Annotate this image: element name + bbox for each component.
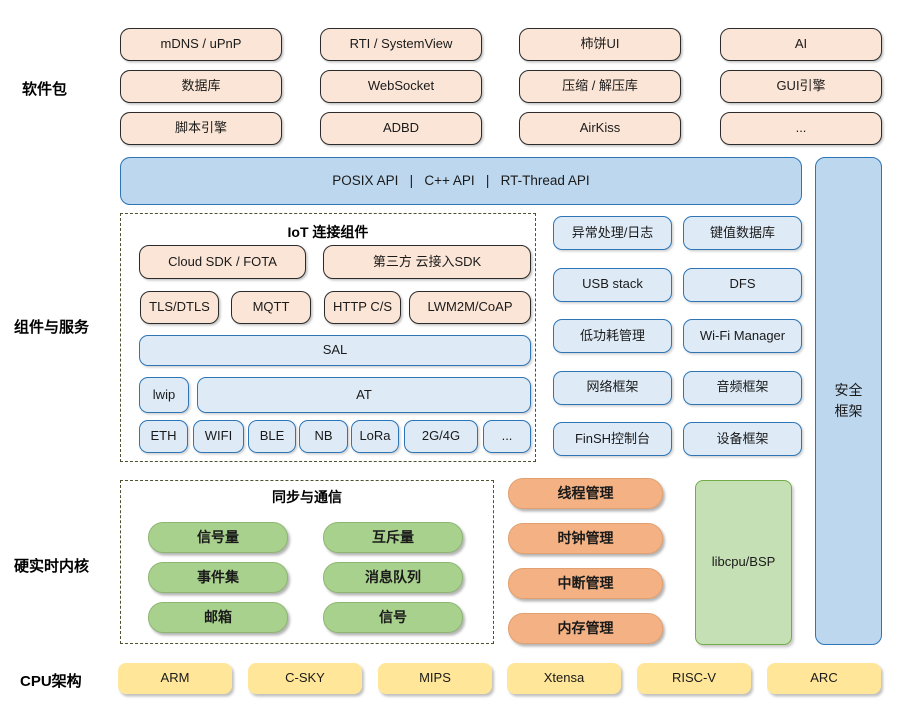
package-database: 数据库	[120, 70, 282, 103]
service-usb-stack: USB stack	[553, 267, 672, 302]
ipc-mutex: 互斥量	[323, 522, 463, 553]
ipc-message-queue: 消息队列	[323, 562, 463, 593]
section-label-components: 组件与服务	[14, 319, 90, 336]
cpu-mips: MIPS	[378, 663, 492, 694]
sync-ipc-group: 同步与通信 信号量 互斥量 事件集 消息队列 邮箱 信号	[120, 480, 494, 644]
iot-ble: BLE	[248, 420, 296, 453]
ipc-signal: 信号	[323, 602, 463, 633]
package-gui-engine: GUI引擎	[720, 70, 882, 103]
iot-lora: LoRa	[351, 420, 399, 453]
service-audio-framework: 音频框架	[683, 370, 802, 405]
cpu-riscv: RISC-V	[637, 663, 751, 694]
iot-components-title: IoT 连接组件	[287, 224, 369, 240]
package-persimmon-ui: 柿饼UI	[519, 28, 681, 61]
iot-sal: SAL	[139, 335, 531, 366]
cpu-arm: ARM	[118, 663, 232, 694]
package-websocket: WebSocket	[320, 70, 482, 103]
service-device-framework: 设备框架	[683, 422, 802, 456]
kernel-memory-mgmt: 内存管理	[508, 613, 663, 644]
iot-eth: ETH	[139, 420, 188, 453]
iot-wifi: WIFI	[193, 420, 244, 453]
iot-more: ...	[483, 420, 531, 453]
kernel-thread-mgmt: 线程管理	[508, 478, 663, 509]
iot-tls-dtls: TLS/DTLS	[140, 291, 219, 324]
security-framework-bar: 安全框架	[815, 157, 882, 645]
cpu-arc: ARC	[767, 663, 881, 694]
section-label-packages: 软件包	[22, 81, 68, 98]
iot-mqtt: MQTT	[231, 291, 311, 324]
iot-third-party-cloud-sdk: 第三方 云接入SDK	[323, 245, 531, 279]
services-grid: 异常处理/日志 键值数据库 USB stack DFS 低功耗管理 Wi-Fi …	[553, 216, 802, 456]
kernel-clock-mgmt: 时钟管理	[508, 523, 663, 554]
package-rti-systemview: RTI / SystemView	[320, 28, 482, 61]
service-wifi-manager: Wi-Fi Manager	[683, 319, 802, 353]
security-framework-label: 安全框架	[834, 382, 863, 419]
iot-2g4g: 2G/4G	[404, 420, 478, 453]
iot-http-cs: HTTP C/S	[324, 291, 401, 324]
cpu-xtensa: Xtensa	[507, 663, 621, 694]
section-label-cpu: CPU架构	[20, 673, 82, 690]
ipc-semaphore: 信号量	[148, 522, 288, 553]
service-finsh-console: FinSH控制台	[553, 422, 672, 456]
iot-components-group: IoT 连接组件 Cloud SDK / FOTA 第三方 云接入SDK TLS…	[120, 213, 536, 462]
iot-lwm2m-coap: LWM2M/CoAP	[409, 291, 531, 324]
service-exception-log: 异常处理/日志	[553, 216, 672, 250]
service-low-power: 低功耗管理	[553, 319, 672, 353]
api-bar: POSIX API | C++ API | RT-Thread API	[120, 157, 802, 205]
iot-nb: NB	[299, 420, 348, 453]
iot-lwip: lwip	[139, 377, 189, 413]
kernel-interrupt-mgmt: 中断管理	[508, 568, 663, 599]
package-adbd: ADBD	[320, 112, 482, 145]
package-ai: AI	[720, 28, 882, 61]
package-compression: 压缩 / 解压库	[519, 70, 681, 103]
libcpu-bsp-box: libcpu/BSP	[695, 480, 792, 645]
package-mdns-upnp: mDNS / uPnP	[120, 28, 282, 61]
ipc-mailbox: 邮箱	[148, 602, 288, 633]
sync-ipc-title: 同步与通信	[272, 489, 342, 505]
package-airkiss: AirKiss	[519, 112, 681, 145]
iot-at: AT	[197, 377, 531, 413]
iot-cloud-sdk-fota: Cloud SDK / FOTA	[139, 245, 306, 279]
section-label-kernel: 硬实时内核	[14, 558, 90, 575]
cpu-csky: C-SKY	[248, 663, 362, 694]
service-kv-database: 键值数据库	[683, 216, 802, 250]
ipc-event-set: 事件集	[148, 562, 288, 593]
service-dfs: DFS	[683, 267, 802, 302]
package-more: ...	[720, 112, 882, 145]
service-network-framework: 网络框架	[553, 370, 672, 405]
package-script-engine: 脚本引擎	[120, 112, 282, 145]
